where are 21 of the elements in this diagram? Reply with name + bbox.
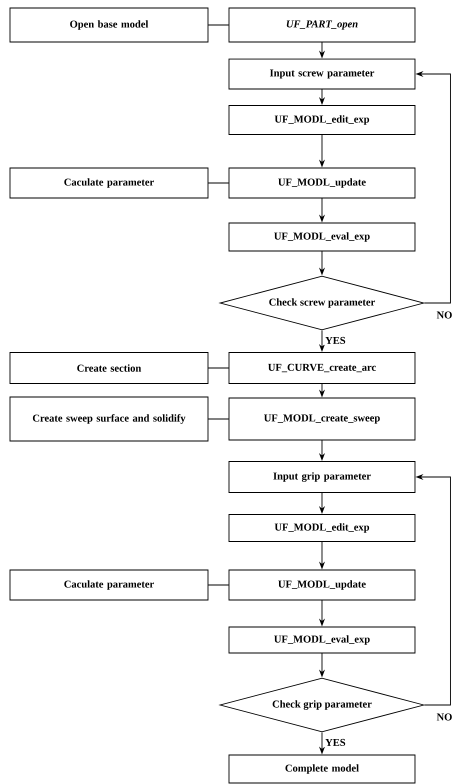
edge-label: NO xyxy=(436,310,452,320)
process-box: UF_MODL_update xyxy=(228,168,416,198)
process-box: UF_MODL_eval_exp xyxy=(228,626,416,654)
process-box: UF_MODL_edit_exp xyxy=(228,514,416,542)
process-box: UF_CURVE_create_arc xyxy=(228,352,416,384)
process-box: Open base model xyxy=(10,8,208,42)
process-box: UF_MODL_create_sweep xyxy=(228,398,416,440)
process-box: Complete model xyxy=(228,754,416,784)
process-box: Caculate parameter xyxy=(10,168,208,198)
process-box: UF_MODL_edit_exp xyxy=(228,105,416,135)
process-box: UF_MODL_eval_exp xyxy=(228,222,416,252)
process-box: Caculate parameter xyxy=(10,570,208,600)
edge-label: NO xyxy=(436,712,452,722)
process-box: UF_PART_open xyxy=(228,8,416,42)
edge-label: YES xyxy=(324,738,347,747)
process-box: UF_MODL_update xyxy=(228,570,416,600)
edge-label: YES xyxy=(324,336,347,345)
process-box: Input screw parameter xyxy=(228,58,416,90)
process-box: Create section xyxy=(10,352,208,384)
process-box: Create sweep surface and solidify xyxy=(10,396,208,442)
process-box: Input grip parameter xyxy=(228,461,416,493)
